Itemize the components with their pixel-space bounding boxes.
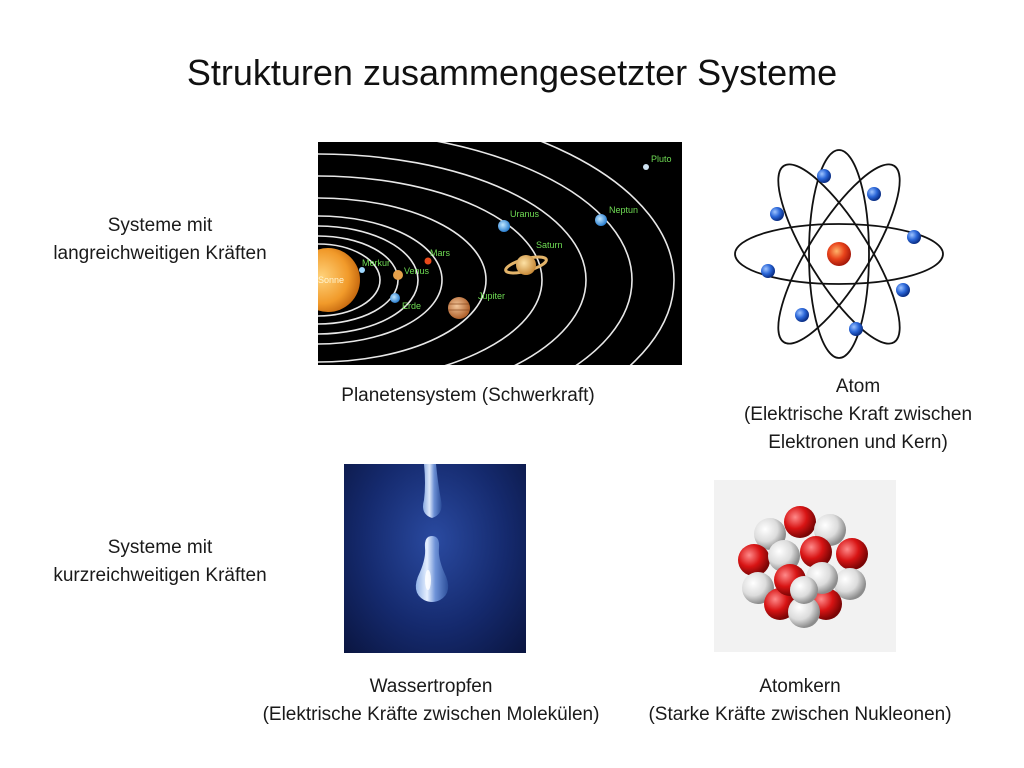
electron-icon xyxy=(761,264,775,278)
earth-label: Erde xyxy=(402,301,421,311)
electron-icon xyxy=(907,230,921,244)
jupiter-label: Jupiter xyxy=(478,291,505,301)
atom-drawing xyxy=(734,149,944,359)
uranus-icon xyxy=(498,220,510,232)
sun-icon xyxy=(318,248,360,312)
electron-icon xyxy=(896,283,910,297)
mercury-icon xyxy=(359,267,365,273)
nucleus-caption-line1: Atomkern xyxy=(759,676,841,697)
nucleons xyxy=(738,506,868,628)
electron-icon xyxy=(867,187,881,201)
water-drop-icon xyxy=(415,536,449,602)
saturn-icon xyxy=(516,255,536,275)
row-label-short-range-line2: kurzreichweitigen Kräften xyxy=(53,565,267,586)
jupiter-bands xyxy=(448,303,470,311)
nucleus-drawing xyxy=(738,506,868,628)
water-drop-caption-line1: Wassertropfen xyxy=(369,676,493,697)
jupiter-icon xyxy=(448,297,470,319)
row-label-short-range: Systeme mit kurzreichweitigen Kräften xyxy=(30,534,290,590)
atom-nucleus-icon xyxy=(827,242,851,266)
solar-system-caption: Planetensystem (Schwerkraft) xyxy=(341,385,595,406)
neptune-icon xyxy=(595,214,607,226)
electron-icon xyxy=(817,169,831,183)
atom-caption: Atom (Elektrische Kraft zwischen Elektro… xyxy=(720,373,996,457)
neptune-label: Neptun xyxy=(609,205,638,215)
nucleus-caption-line2: (Starke Kräfte zwischen Nukleonen) xyxy=(648,704,952,725)
row-label-long-range: Systeme mit langreichweitigen Kräften xyxy=(30,212,290,268)
nucleus-image xyxy=(714,480,896,652)
electron-icon xyxy=(770,207,784,221)
electron-icon xyxy=(849,322,863,336)
orbit-lines xyxy=(318,142,675,365)
water-drop-caption-line2: (Elektrische Kräfte zwischen Molekülen) xyxy=(262,704,600,725)
earth-icon xyxy=(390,293,400,303)
nucleus-caption: Atomkern (Starke Kräfte zwischen Nukleon… xyxy=(630,673,970,729)
pluto-icon xyxy=(643,164,649,170)
mercury-label: Merkur xyxy=(362,258,390,268)
mars-label: Mars xyxy=(430,248,450,258)
electron-icon xyxy=(795,308,809,322)
slide-title: Strukturen zusammengesetzter Systeme xyxy=(186,52,838,93)
atom-caption-line1: Atom xyxy=(835,376,881,397)
electron-orbits xyxy=(734,149,944,359)
venus-label: Venus xyxy=(404,266,430,276)
sun-label: Sonne xyxy=(318,275,344,285)
venus-icon xyxy=(393,270,403,280)
saturn-label: Saturn xyxy=(536,240,563,250)
drop-highlight xyxy=(425,570,431,590)
atom-caption-line3: Elektronen und Kern) xyxy=(768,432,948,453)
atom-image xyxy=(732,148,952,360)
atom-caption-line2: (Elektrische Kraft zwischen xyxy=(743,404,973,425)
row-label-long-range-line1: Systeme mit xyxy=(107,215,213,236)
mars-icon xyxy=(424,257,432,265)
pluto-label: Pluto xyxy=(651,154,672,164)
row-label-long-range-line2: langreichweitigen Kräften xyxy=(53,243,267,264)
solar-system-image: Sonne Merkur Venus Erde Mars Jupiter Sat… xyxy=(318,142,682,365)
row-label-short-range-line1: Systeme mit xyxy=(107,537,213,558)
uranus-label: Uranus xyxy=(510,209,540,219)
falling-stream-icon xyxy=(423,464,442,518)
water-drop-caption: Wassertropfen (Elektrische Kräfte zwisch… xyxy=(236,673,626,729)
solar-system-drawing: Sonne Merkur Venus Erde Mars Jupiter Sat… xyxy=(318,142,675,365)
water-drop-drawing xyxy=(415,464,449,602)
water-drop-image xyxy=(344,464,526,653)
electrons xyxy=(761,169,921,336)
